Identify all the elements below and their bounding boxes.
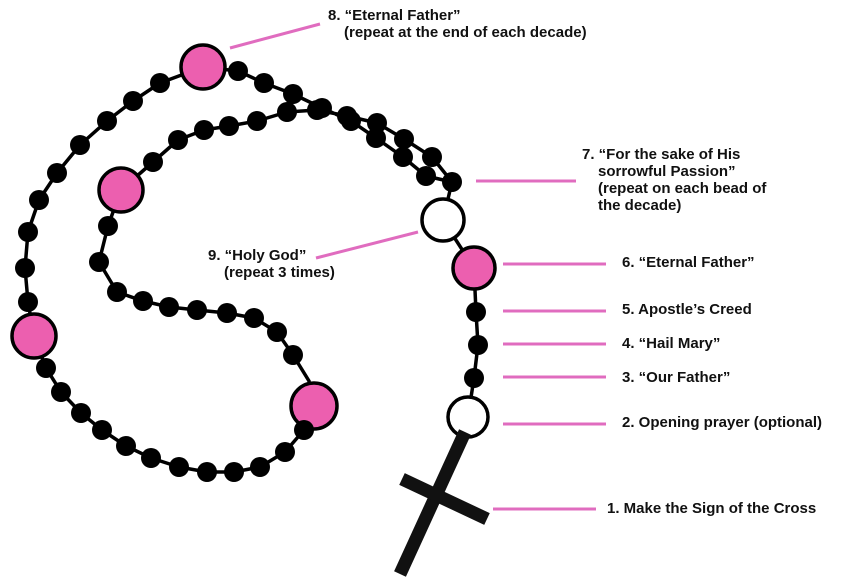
- bead-icon: [422, 147, 442, 167]
- label-step-5-text: 5. Apostle’s Creed: [622, 301, 752, 318]
- bead-icon: [464, 368, 484, 388]
- bead-icon: [18, 292, 38, 312]
- bead-icon: [71, 403, 91, 423]
- bead-icon: [254, 73, 274, 93]
- bead-icon: [224, 462, 244, 482]
- bead-icon: [219, 116, 239, 136]
- label-step-8: 8. “Eternal Father” (repeat at the end o…: [328, 7, 587, 41]
- bead-icon: [194, 120, 214, 140]
- bead-icon: [442, 172, 462, 192]
- label-step-1-text: 1. Make the Sign of the Cross: [607, 500, 816, 517]
- bead-icon: [250, 457, 270, 477]
- eternal-father-bead: [453, 247, 495, 289]
- eternal-father-bead: [99, 168, 143, 212]
- bead-icon: [217, 303, 237, 323]
- label-step-3: 3. “Our Father”: [622, 369, 730, 386]
- bead-icon: [283, 345, 303, 365]
- label-step-6: 6. “Eternal Father”: [622, 254, 755, 271]
- label-step-2-text: 2. Opening prayer (optional): [622, 414, 822, 431]
- bead-icon: [97, 111, 117, 131]
- bead-icon: [187, 300, 207, 320]
- label-step-9: 9. “Holy God” (repeat 3 times): [208, 247, 335, 281]
- label-step-7-line2: sorrowful Passion”: [582, 163, 766, 180]
- label-step-4-text: 4. “Hail Mary”: [622, 335, 720, 352]
- bead-icon: [159, 297, 179, 317]
- eternal-father-bead: [12, 314, 56, 358]
- bead-icon: [468, 335, 488, 355]
- bead-icon: [275, 442, 295, 462]
- bead-icon: [244, 308, 264, 328]
- bead-icon: [169, 457, 189, 477]
- label-step-7-line1: 7. “For the sake of His: [582, 146, 766, 163]
- label-step-3-text: 3. “Our Father”: [622, 369, 730, 386]
- bead-icon: [18, 222, 38, 242]
- bead-icon: [150, 73, 170, 93]
- bead-icon: [29, 190, 49, 210]
- bead-icon: [51, 382, 71, 402]
- bead-icon: [394, 129, 414, 149]
- bead-icon: [98, 216, 118, 236]
- bead-icon: [283, 84, 303, 104]
- bead-icon: [168, 130, 188, 150]
- label-step-7-line4: the decade): [582, 197, 766, 214]
- bead-icon: [123, 91, 143, 111]
- bead-icon: [92, 420, 112, 440]
- bead-icon: [89, 252, 109, 272]
- cross-icon: [400, 432, 487, 574]
- open-bead: [422, 199, 464, 241]
- bead-icon: [36, 358, 56, 378]
- bead-icon: [107, 282, 127, 302]
- bead-icon: [466, 302, 486, 322]
- bead-icon: [393, 147, 413, 167]
- bead-icon: [133, 291, 153, 311]
- label-step-7: 7. “For the sake of His sorrowful Passio…: [582, 146, 766, 214]
- eternal-father-bead: [181, 45, 225, 89]
- label-step-2: 2. Opening prayer (optional): [622, 414, 822, 431]
- bead-icon: [267, 322, 287, 342]
- label-step-9-note: (repeat 3 times): [208, 264, 335, 281]
- bead-icon: [15, 258, 35, 278]
- bead-icon: [294, 420, 314, 440]
- label-step-9-title: 9. “Holy God”: [208, 247, 335, 264]
- bead-icon: [312, 98, 332, 118]
- bead-icon: [141, 448, 161, 468]
- bead-icon: [197, 462, 217, 482]
- bead-icon: [247, 111, 267, 131]
- label-step-4: 4. “Hail Mary”: [622, 335, 720, 352]
- bead-icon: [416, 166, 436, 186]
- bead-icon: [366, 128, 386, 148]
- label-step-8-title: 8. “Eternal Father”: [328, 7, 587, 24]
- label-step-1: 1. Make the Sign of the Cross: [607, 500, 816, 517]
- bead-icon: [47, 163, 67, 183]
- open-bead: [448, 397, 488, 437]
- label-step-7-line3: (repeat on each bead of: [582, 180, 766, 197]
- bead-icon: [341, 111, 361, 131]
- label-step-8-note: (repeat at the end of each decade): [328, 24, 587, 41]
- bead-icon: [228, 61, 248, 81]
- label-step-5: 5. Apostle’s Creed: [622, 301, 752, 318]
- bead-icon: [277, 102, 297, 122]
- bead-icon: [70, 135, 90, 155]
- label-step-6-text: 6. “Eternal Father”: [622, 254, 755, 271]
- pointer-line: [230, 24, 320, 48]
- bead-icon: [143, 152, 163, 172]
- bead-icon: [116, 436, 136, 456]
